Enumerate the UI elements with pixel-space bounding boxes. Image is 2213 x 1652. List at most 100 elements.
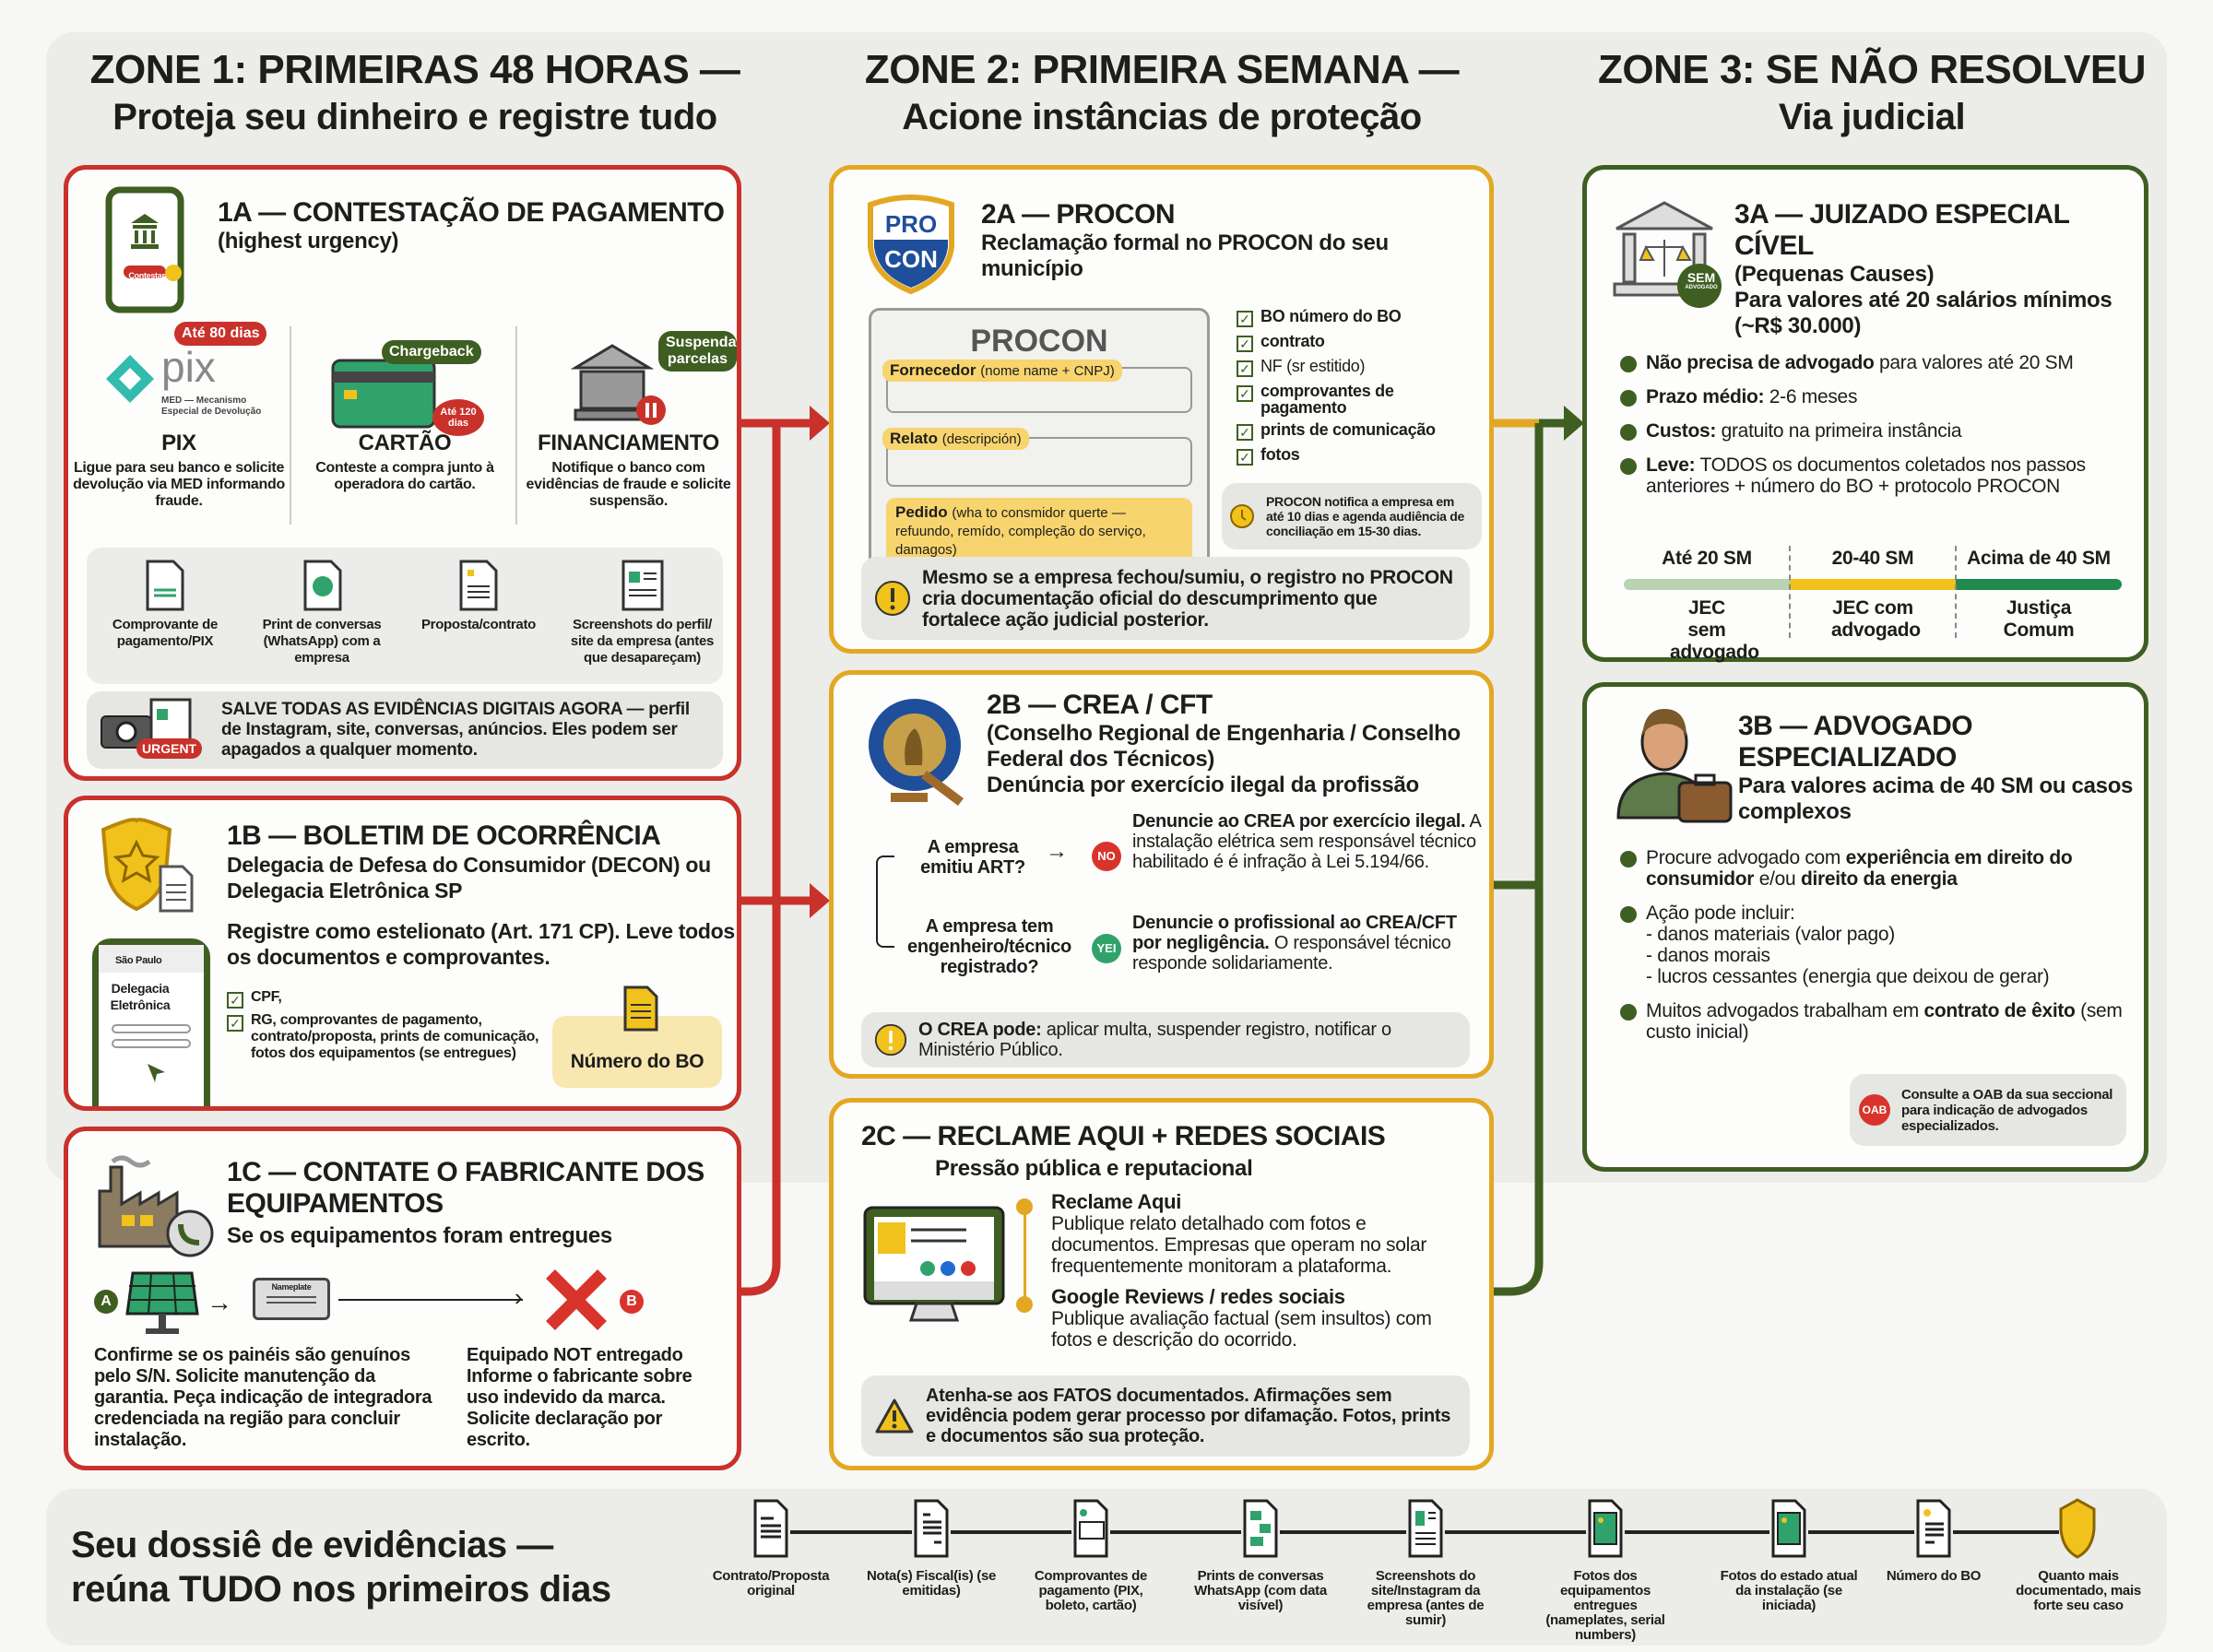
- pix-logo-text: pix: [161, 343, 216, 391]
- oab-badge: OAB: [1859, 1094, 1890, 1126]
- checkbox-checked-icon: ✓: [1237, 360, 1253, 377]
- checklist-item: ✓fotos: [1237, 446, 1485, 466]
- evidence-contract: Proposta/contrato: [409, 559, 548, 633]
- divider: [290, 326, 291, 525]
- instruction-text: Registre como estelionato (Art. 171 CP).…: [227, 919, 735, 969]
- urgent-text: SALVE TODAS AS EVIDÊNCIAS DIGITAIS AGORA…: [221, 700, 690, 760]
- checkbox-checked-icon: ✓: [227, 992, 243, 1009]
- bullet-dot-icon: [1620, 356, 1637, 372]
- bullet-rest: 2-6 meses: [1764, 386, 1858, 407]
- section-title: 3A — JUIZADO ESPECIAL CÍVEL: [1734, 199, 2069, 261]
- checklist-text: RG, comprovantes de pagamento, contrato/…: [251, 1012, 539, 1061]
- lawyer-bullets: Procure advogado com experiência em dire…: [1620, 847, 2136, 1056]
- zone-title: ZONE 1: PRIMEIRAS 48 HORAS —: [89, 47, 740, 92]
- timeline-dot: [1016, 1296, 1033, 1313]
- section-header: 1C — CONTATE O FABRICANTE DOS EQUIPAMENT…: [227, 1157, 725, 1249]
- arrow-icon: →: [1046, 839, 1068, 864]
- bullet-item: Não precisa de advogado para valores até…: [1620, 352, 2136, 373]
- flow-bracket: [876, 856, 894, 948]
- zone-subtitle: Proteja seu dinheiro e registre tudo: [112, 97, 717, 137]
- courthouse-icon: [1613, 201, 1722, 308]
- contest-button-label: Contestar: [128, 271, 165, 280]
- bullet-rest: gratuito na primeira instância: [1716, 420, 1962, 442]
- scale-bar-segment: [1790, 579, 1956, 590]
- note-text: aplicar multa, suspender registro, notif…: [918, 1020, 1391, 1060]
- scale-venue: Justiça Comum: [2003, 597, 2075, 641]
- checklist-item: ✓NF (sr estitido): [1237, 358, 1485, 377]
- crea-note: O CREA pode: aplicar multa, suspender re…: [861, 1012, 1470, 1068]
- screenshot-icon: [149, 698, 192, 744]
- scale-range: 20-40 SM: [1831, 548, 1914, 569]
- checklist-text: BO número do BO: [1260, 307, 1402, 325]
- section-title: 3B — ADVOGADO ESPECIALIZADO: [1738, 711, 1973, 773]
- bullet-text: Prazo médio: 2-6 meses: [1646, 386, 1857, 407]
- section-subtitle: Reclamação formal no PROCON do seu munic…: [981, 230, 1389, 281]
- shield-icon: [2059, 1498, 2098, 1561]
- section-subtitle: Se os equipamentos foram entregues: [227, 1223, 612, 1248]
- documents-checklist: ✓ CPF, ✓ RG, comprovantes de pagamento, co…: [227, 989, 540, 1062]
- section-title: 1A — CONTESTAÇÃO DE PAGAMENTO: [218, 197, 725, 228]
- checkbox-checked-icon: ✓: [1237, 336, 1253, 352]
- scale-divider: [1955, 546, 1957, 638]
- warning-triangle-icon: [875, 1398, 914, 1434]
- exclamation-icon: [875, 581, 910, 616]
- section-subtitle-2: Para valores até 20 salários mínimos (~R…: [1734, 288, 2112, 338]
- dossier-item-label: Quanto mais documentado, mais forte seu …: [2016, 1568, 2141, 1613]
- field-hint: (descripción): [941, 431, 1022, 447]
- zone-title: ZONE 3: SE NÃO RESOLVEU: [1598, 47, 2147, 92]
- form-field-relato[interactable]: Relato (descripción): [882, 428, 1192, 487]
- bullet-item: Procure advogado com experiência em dire…: [1620, 847, 2136, 890]
- checklist-text: CPF,: [251, 989, 282, 1005]
- credit-card-icon: [331, 359, 436, 429]
- field-label: Relato: [890, 430, 938, 447]
- section-subtitle: Delegacia de Defesa do Consumidor (DECON…: [227, 853, 711, 903]
- answer-text: O responsável técnico responde solidaria…: [1132, 933, 1451, 974]
- procon-checklist: ✓BO número do BO ✓contrato ✓NF (sr estit…: [1237, 308, 1485, 466]
- checklist-item: ✓ comprovantes de pagamento: [1237, 383, 1485, 416]
- scale-range: Até 20 SM: [1662, 548, 1752, 569]
- section-subtitle: (Pequenas Causes): [1734, 262, 1935, 287]
- section-title: 2A — PROCON: [981, 199, 1176, 230]
- timeline-dot: [1016, 1198, 1033, 1215]
- checkbox-checked-icon: ✓: [227, 1015, 243, 1032]
- bullet-dot-icon: [1620, 458, 1637, 475]
- bullet-dot-icon: [1620, 906, 1637, 923]
- zone-3-header: ZONE 3: SE NÃO RESOLVEU Via judicial: [1568, 46, 2176, 140]
- section-2b-crea: 2B — CREA / CFT (Conselho Regional de En…: [829, 670, 1494, 1079]
- bo-number-card: Número do BO: [552, 1016, 722, 1088]
- crea-gear-gavel-icon: [869, 699, 964, 806]
- form-field-pedido[interactable]: Pedido (wha to consmidor querte — refuun…: [886, 498, 1192, 564]
- form-field-fornecedor[interactable]: Fornecedor (nome name + CNPJ): [882, 360, 1192, 413]
- receipt-icon: [146, 560, 184, 611]
- dossier-item: Fotos do estado atual da instalação (se …: [1715, 1498, 1863, 1613]
- checklist-item: ✓ RG, comprovantes de pagamento, contrato…: [227, 1012, 540, 1062]
- dossier-item-label: Número do BO: [1886, 1568, 1982, 1584]
- section-header: 3A — JUIZADO ESPECIAL CÍVEL (Pequenas Ca…: [1734, 199, 2140, 339]
- document-icon: [1914, 1498, 1953, 1561]
- value-scale: Até 20 SM 20-40 SM Acima de 40 SM JEC se…: [1624, 546, 2122, 663]
- item-text: Publique relato detalhado com fotos e do…: [1051, 1213, 1427, 1277]
- timeline-line: [1024, 1204, 1026, 1302]
- phone-contest-icon: [105, 186, 184, 313]
- field-hint: (wha to consmidor querte — refuundo, rem…: [895, 505, 1146, 558]
- chat-icon: [1241, 1498, 1280, 1561]
- zone-title: ZONE 2: PRIMEIRA SEMANA —: [864, 47, 1460, 92]
- bullet-rest: para valores até 20 SM: [1874, 352, 2074, 373]
- warning-note: Mesmo se a empresa fechou/sumiu, o regis…: [861, 557, 1470, 640]
- checklist-text: comprovantes de pagamento: [1260, 382, 1394, 417]
- section-header: 1B — BOLETIM DE OCORRÊNCIA Delegacia de …: [227, 820, 737, 970]
- marker-a: A: [94, 1290, 118, 1314]
- checklist-text: prints de comunicação: [1260, 420, 1436, 439]
- bullet-dot-icon: [1620, 851, 1637, 867]
- bullet-item: Ação pode incluir:- danos materiais (val…: [1620, 903, 2136, 987]
- deadline-badge: Até 120 dias: [432, 399, 484, 436]
- sub-item: - danos materiais (valor pago): [1646, 924, 1895, 945]
- method-name: PIX: [161, 431, 196, 455]
- invoice-icon: [912, 1498, 951, 1561]
- checkbox-checked-icon: ✓: [1237, 385, 1253, 402]
- dossier-item: Fotos dos equipamentos entregues (namepl…: [1532, 1498, 1679, 1643]
- checklist-item: ✓prints de comunicação: [1237, 421, 1485, 441]
- bo-number-label: Número do BO: [570, 1051, 704, 1072]
- scale-range: Acima de 40 SM: [1967, 548, 2111, 569]
- document-icon: [623, 985, 658, 1032]
